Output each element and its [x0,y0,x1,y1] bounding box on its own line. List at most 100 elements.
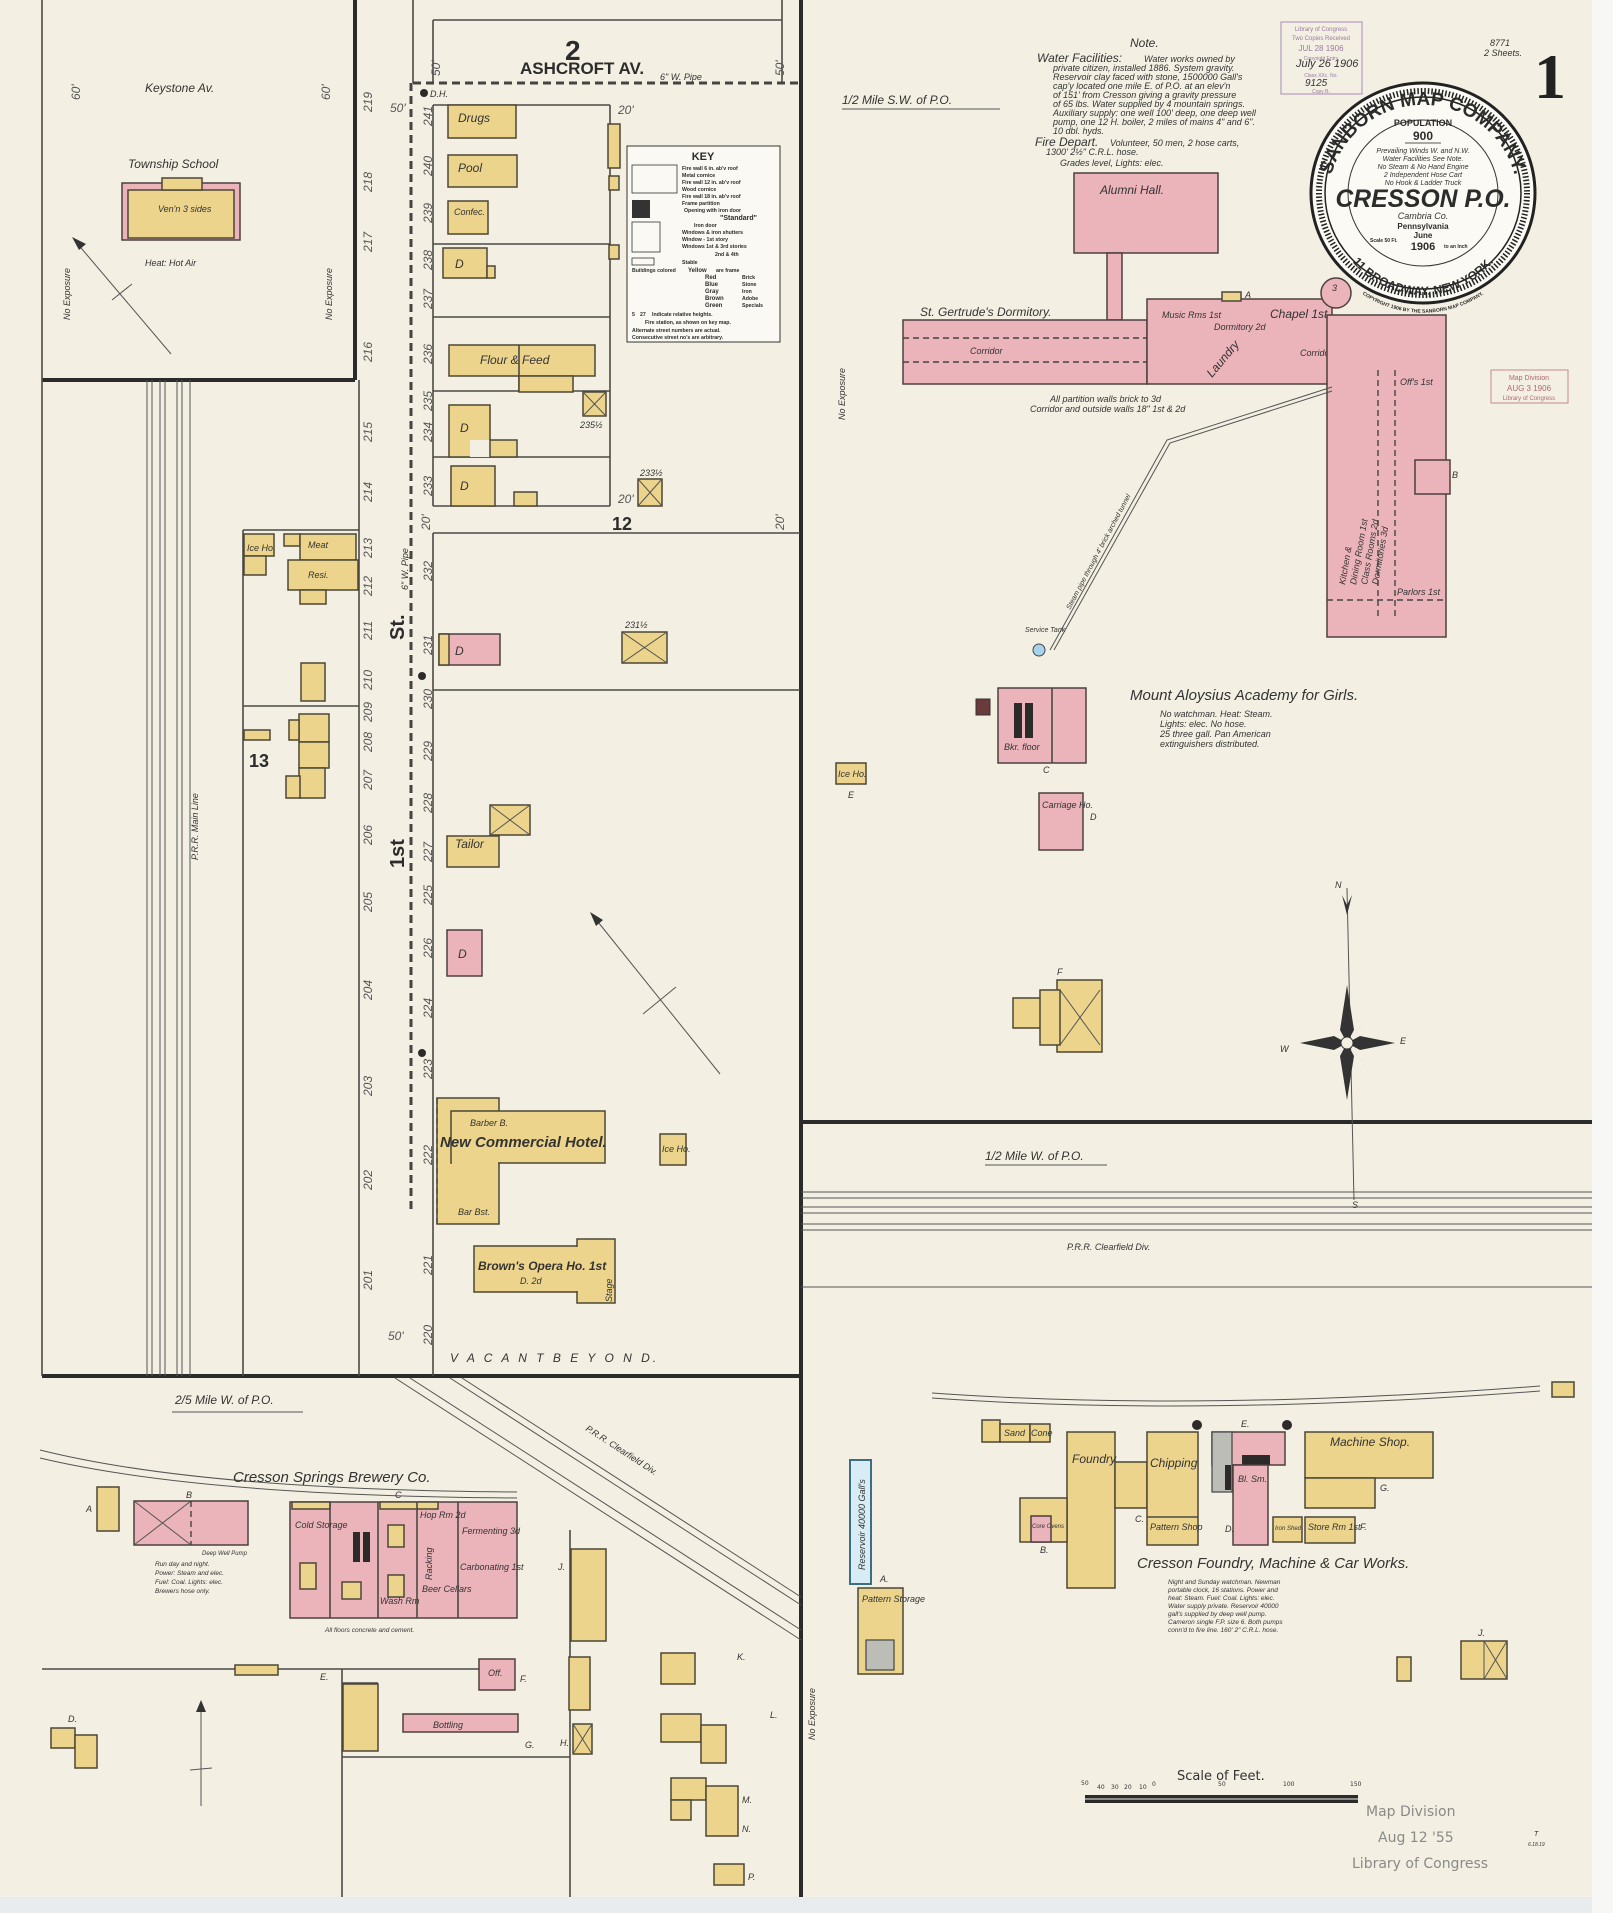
map-label: Bar Bst. [458,1207,490,1217]
building-e [342,1683,379,1752]
map-label: Scale 50 Ft. [1370,238,1398,244]
map-label: Alumni Hall. [1099,183,1164,197]
map-label: 241 [421,106,435,127]
map-label: 50' [429,60,443,76]
map-label: E [1400,1036,1407,1046]
map-label: D [455,644,464,658]
map-label: Core Ovens [1032,1524,1064,1530]
map-label: 27 [640,312,646,318]
map-label: Library of Congress [1295,27,1347,33]
street-numbers-east: 241 240 239 238 237 236 235 234 233 232 … [421,106,435,1346]
building-dwelling [450,465,496,507]
block-12: 12 Drugs Pool Confec. D Flour & Feed 235… [432,104,800,1376]
map-label: 220 [421,1325,435,1346]
map-label: Fire Depart. [1035,135,1098,149]
building-ice-house [659,1133,687,1166]
map-label: Music Rms 1st [1162,310,1222,320]
street-numbers-west: 219 218 217 216 215 214 213 212 211 210 … [361,92,375,1291]
building-dwelling [442,247,488,279]
map-label: Library of Congress [1503,396,1555,402]
map-label: No Exposure [62,268,72,320]
map-label: H. [560,1738,569,1748]
map-label: E. [320,1672,329,1682]
map-label: Confec. [454,207,485,217]
map-label: Pennsylvania [1397,222,1449,231]
building-dwelling-brick [446,929,483,977]
map-label: extinguishers distributed. [1160,739,1260,749]
sheet-count: 2 Sheets. [1483,48,1522,58]
building-iron-shed [1272,1516,1303,1543]
map-label: 237 [421,288,435,310]
map-label: Ven'n 3 sides [158,204,212,214]
map-label: 230 [421,689,435,710]
map-label: 221 [421,1255,435,1276]
map-label: 234 [421,422,435,443]
map-label: No Steam & No Hand Engine [1377,164,1468,171]
map-label: Library of Congress [1352,1856,1488,1872]
map-label: 50' [390,101,406,115]
map-label: 211 [361,621,375,641]
map-label: 30 [1111,1784,1119,1791]
building-new-commercial-hotel [436,1097,606,1225]
map-label: 238 [421,250,435,271]
map-label: Meat [308,540,329,550]
map-label: Stage [604,1278,614,1302]
map-label: G. [525,1740,535,1750]
map-label: P. [748,1872,755,1882]
block-number-top: 2 [565,35,581,66]
map-label: 60' [319,84,333,100]
map-label: Windows & iron shutters [682,230,743,236]
map-label: July 26 1906 [1295,58,1359,70]
map-label: N. [742,1824,751,1834]
map-label: Blue [705,282,719,288]
map-label: Consecutive street no's are arbitrary. [632,335,724,341]
map-label: Cresson Springs Brewery Co. [233,1469,431,1486]
ashcroft-av-label: ASHCROFT AV. [520,59,644,78]
map-label: 10 [1139,1784,1147,1791]
map-label: Sand [1004,1428,1026,1438]
map-label: 50' [773,60,787,76]
map-label: K. [737,1652,746,1662]
map-label: conn'd to fire line. 160' 2" C.R.L. hose… [1168,1627,1278,1634]
map-label: Pool [458,161,482,175]
map-label: St. Gertrude's Dormitory. [920,305,1051,319]
map-label: 150 [1350,1781,1362,1788]
map-label: to an Inch [1444,244,1468,250]
map-label: Store Rm 1st [1308,1522,1361,1532]
map-label: 25 three gall. Pan American [1159,729,1271,739]
map-label: F. [1360,1522,1367,1532]
building-j [570,1548,607,1642]
map-label: J. [1477,1628,1485,1638]
map-label: portable clock, 16 stations. Power and [1167,1587,1278,1594]
map-label: Copyright Entry [1304,56,1339,62]
map-label: 209 [361,702,375,723]
map-label: No watchman. Heat: Steam. [1160,709,1273,719]
map-label: 222 [421,1145,435,1166]
map-label: 2 Independent Hose Cart [1383,172,1463,179]
map-label: 210 [361,670,375,691]
map-label: Metal cornice [682,173,715,179]
building-f [1012,979,1103,1053]
dh-marker [420,89,428,97]
map-label: Stable [682,260,698,266]
map-label: 235 [421,391,435,412]
map-label: Cameron single F.P. size 6. Both pumps [1168,1619,1283,1626]
map-label: Off. [488,1668,503,1678]
north-arrow-icon [72,237,86,250]
map-label: 233 [421,476,435,497]
map-label: Racking [424,1547,434,1580]
map-label: V A C A N T B E Y O N D. [450,1351,659,1365]
map-label: Scale of Feet. [1177,1769,1265,1784]
map-label: D [460,479,469,493]
map-label: 215 [361,422,375,443]
building-shed-231-half [621,631,668,664]
first-st-label: 1st [387,839,409,868]
rail-label: P.R.R. Main Line [190,793,200,860]
map-label: of 65 lbs. Water supplied by 4 mountain … [1053,99,1245,109]
map-label: 226 [421,938,435,959]
map-label: 208 [361,732,375,753]
map-label: 218 [361,172,375,193]
map-label: D [460,421,469,435]
map-label: Gray [705,289,719,295]
map-label: Fire wall 18 in. ab'v roof [682,194,741,200]
